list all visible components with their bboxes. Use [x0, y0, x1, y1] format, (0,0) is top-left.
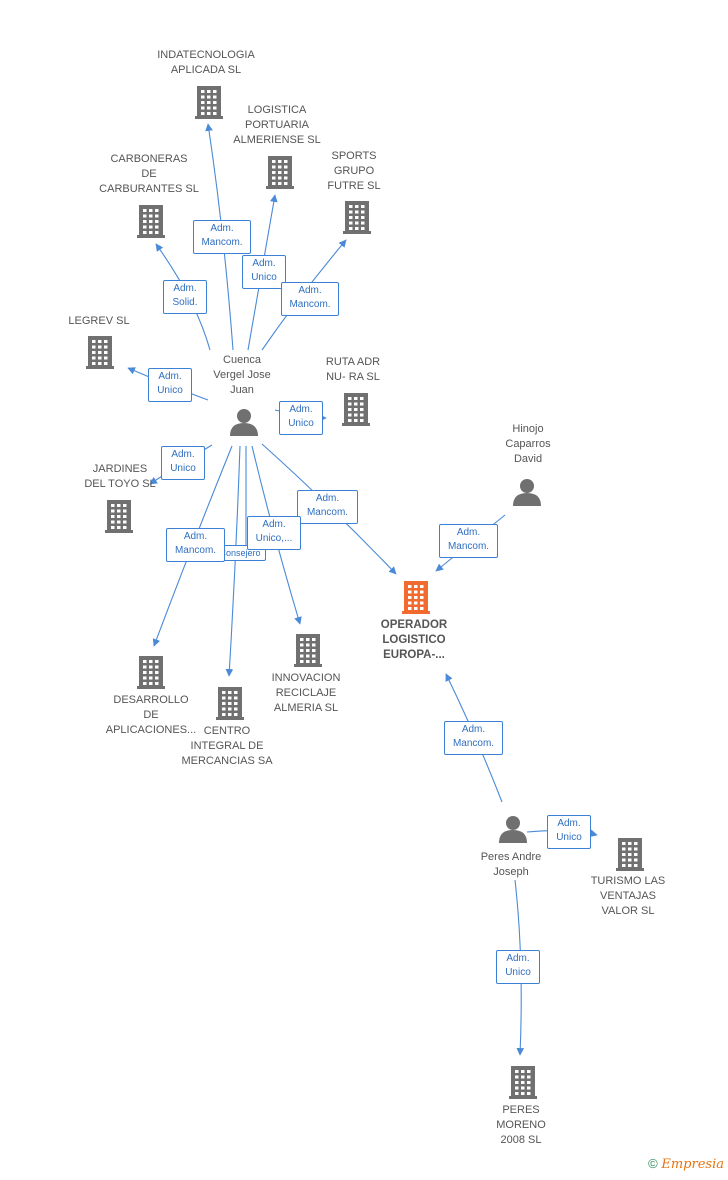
building-icon-desarrollo[interactable] [137, 656, 165, 689]
relation-box-carboneras[interactable]: Adm. Solid. [163, 280, 207, 314]
focus-company-label[interactable]: OPERADOR LOGISTICO EUROPA-... [380, 619, 448, 661]
company-label-centro[interactable]: CENTRO INTEGRAL DE MERCANCIAS SA [181, 725, 273, 767]
relation-box-jardines[interactable]: Adm. Unico [161, 446, 205, 480]
person-label-hinojo[interactable]: Hinojo Caparros David [505, 423, 551, 465]
relation-box-hinojo[interactable]: Adm. Mancom. [439, 524, 498, 558]
relation-box-peres-focus[interactable]: Adm. Mancom. [444, 721, 503, 755]
building-icon-innovacion[interactable] [294, 634, 322, 667]
relation-box-turismo[interactable]: Adm. Unico [547, 815, 591, 849]
company-label-ruta[interactable]: RUTA ADR NU- RA SL [325, 356, 381, 383]
relation-box-sports[interactable]: Adm. Mancom. [281, 282, 339, 316]
relation-box-logistica[interactable]: Adm. Unico [242, 255, 286, 289]
relation-box-peres-moreno[interactable]: Adm. Unico [496, 950, 540, 984]
building-icon-indatecnologia[interactable] [195, 86, 223, 119]
copyright-symbol: © [648, 1156, 658, 1171]
relation-box-indatec[interactable]: Adm. Mancom. [193, 220, 251, 254]
building-icon-focus[interactable] [402, 581, 430, 614]
building-icon-logistica[interactable] [266, 156, 294, 189]
person-icon-peres[interactable] [499, 816, 527, 843]
relation-box-desarrollo[interactable]: Adm. Mancom. [166, 528, 225, 562]
person-icon-hinojo[interactable] [513, 479, 541, 506]
company-label-legrev[interactable]: LEGREV SL [68, 315, 130, 327]
company-label-indatecnologia[interactable]: INDATECNOLOGIA APLICADA SL [157, 49, 255, 76]
building-icon-peres-moreno[interactable] [509, 1066, 537, 1099]
company-label-desarrollo[interactable]: DESARROLLO DE APLICACIONES... [105, 694, 197, 736]
relation-box-innovacion[interactable]: Adm. Unico,... [247, 516, 301, 550]
relation-box-legrev[interactable]: Adm. Unico [148, 368, 192, 402]
relation-box-focus-cuenca[interactable]: Adm. Mancom. [297, 490, 358, 524]
building-icon-jardines[interactable] [105, 500, 133, 533]
company-label-peres-moreno[interactable]: PERES MORENO 2008 SL [496, 1104, 546, 1146]
company-label-logistica[interactable]: LOGISTICA PORTUARIA ALMERIENSE SL [233, 104, 321, 146]
person-label-cuenca[interactable]: Cuenca Vergel Jose Juan [213, 354, 271, 396]
building-icon-legrev[interactable] [86, 336, 114, 369]
building-icon-turismo[interactable] [616, 838, 644, 871]
building-icon-carboneras[interactable] [137, 205, 165, 238]
brand-logo[interactable]: Empresia [661, 1157, 724, 1172]
building-icon-sports[interactable] [343, 201, 371, 234]
person-label-peres[interactable]: Peres Andre Joseph [480, 851, 542, 878]
credit-footer: © Empresia [648, 1156, 724, 1172]
person-icon-cuenca[interactable] [230, 409, 258, 436]
company-label-innovacion[interactable]: INNOVACION RECICLAJE ALMERIA SL [271, 672, 341, 714]
edge-cuenca-centro [225, 445, 241, 677]
company-label-sports[interactable]: SPORTS GRUPO FUTRE SL [327, 150, 381, 192]
company-label-jardines[interactable]: JARDINES DEL TOYO SL [84, 463, 156, 490]
building-icon-centro[interactable] [216, 687, 244, 720]
relation-box-ruta[interactable]: Adm. Unico [279, 401, 323, 435]
company-label-carboneras[interactable]: CARBONERAS DE CARBURANTES SL [99, 153, 199, 195]
building-icon-ruta[interactable] [342, 393, 370, 426]
company-label-turismo[interactable]: TURISMO LAS VENTAJAS VALOR SL [590, 875, 666, 917]
